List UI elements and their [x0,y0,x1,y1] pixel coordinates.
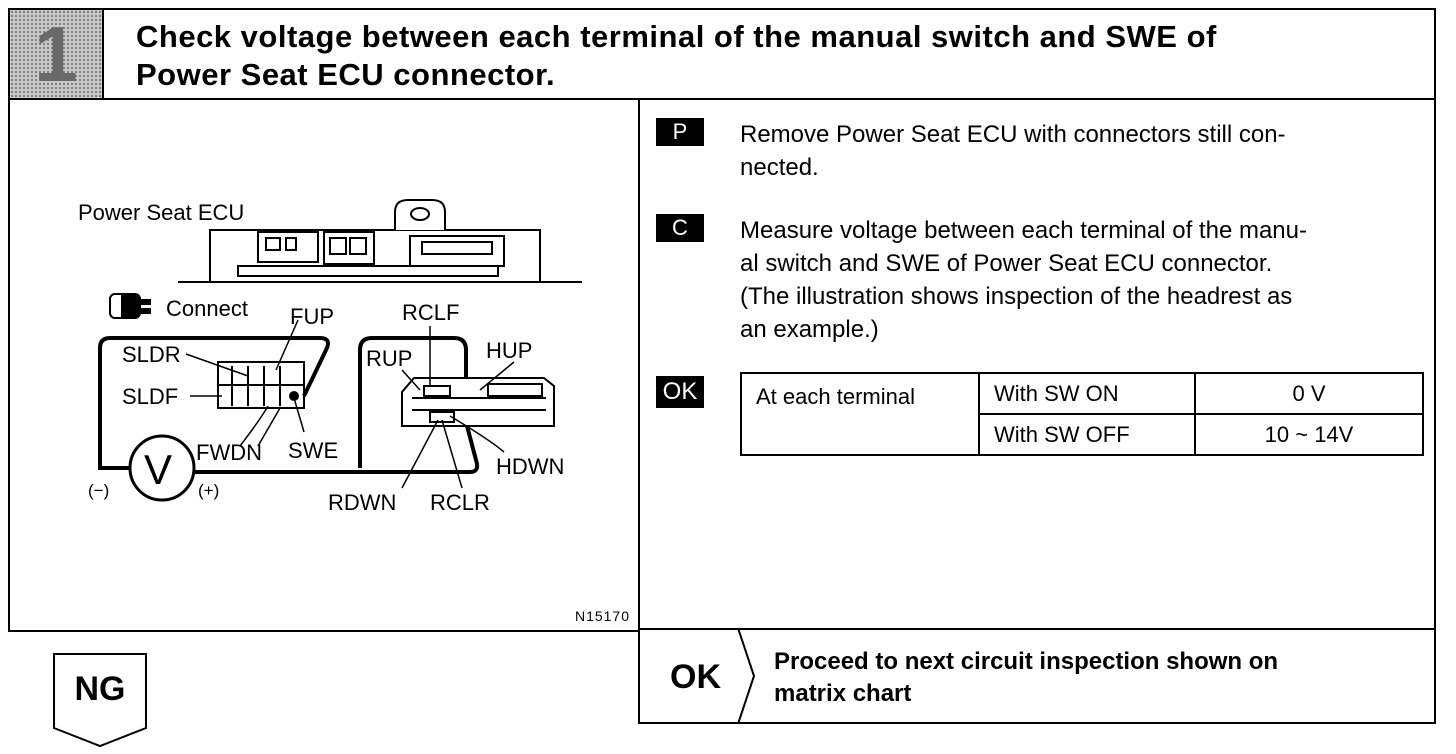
badge-c: C [656,214,704,242]
ok-result-text: Proceed to next circuit inspection shown… [774,646,1414,710]
step-p-line-1: Remove Power Seat ECU with connectors st… [740,121,1286,148]
ng-result-box: NG [52,652,148,748]
terminal-label-sldf: SLDF [122,384,178,409]
step-c-line-2: al switch and SWE of Power Seat ECU conn… [740,250,1273,277]
ng-result-label: NG [74,670,126,708]
down-arrow-box-icon [53,653,147,748]
terminal-label-swe: SWE [288,438,338,463]
step-c-line-3: (The illustration shows inspection of th… [740,283,1293,310]
terminal-label-hup: HUP [486,338,532,363]
badge-p: P [656,118,704,146]
step-p-line-2: nected. [740,154,819,181]
spec-condition: At each terminal [740,372,980,456]
step-p-text: Remove Power Seat ECU with connectors st… [740,118,1422,184]
voltmeter-icon [128,434,196,502]
wiring-diagram: Power Seat ECU Connect [78,199,582,515]
ecu-body [178,199,582,283]
spec-value-off: 10 ~ 14V [1194,413,1424,456]
spec-value-on: 0 V [1194,372,1424,415]
left-connector [217,361,305,409]
terminal-label-rdwn: RDWN [328,490,396,515]
illustration-panel: Power Seat ECU Connect [8,100,640,632]
ecu-label: Power Seat ECU [78,200,244,225]
terminal-label-fup: FUP [290,304,334,329]
badge-ok: OK [656,376,704,408]
page-title: Check voltage between each terminal of t… [136,18,1416,94]
ok-result-line-1: Proceed to next circuit inspection shown… [774,648,1279,675]
figure-code: N15170 [574,608,630,624]
connect-icon [109,293,151,319]
ok-result-line-2: matrix chart [774,680,912,707]
voltmeter-symbol: V [144,446,172,493]
connect-label: Connect [166,296,248,321]
terminal-label-sldr: SLDR [122,342,181,367]
table-row: With SW OFF 10 ~ 14V [741,413,1424,456]
right-probe-wire [194,336,480,474]
terminal-label-rclr: RCLR [430,490,490,515]
spec-state-off: With SW OFF [978,413,1196,456]
voltmeter-plus-label: (+) [198,481,219,500]
instructions-panel: P Remove Power Seat ECU with connectors … [638,100,1436,628]
step-c-line-1: Measure voltage between each terminal of… [740,217,1307,244]
terminal-label-hdwn: HDWN [496,454,564,479]
chevron-right-icon [737,628,756,724]
step-header: 1 Check voltage between each terminal of… [8,8,1436,100]
step-c-line-4: an example.) [740,316,879,343]
spec-state-on: With SW ON [978,372,1196,415]
table-row: At each terminal With SW ON 0 V [740,372,1424,456]
terminal-label-fwdn: FWDN [196,440,262,465]
step-c-text: Measure voltage between each terminal of… [740,214,1422,346]
step-number: 1 [34,10,78,98]
left-probe-wire [98,336,330,470]
spec-table: At each terminal With SW ON 0 V With SW … [740,372,1424,456]
terminal-label-rclf: RCLF [402,300,459,325]
terminal-label-rup: RUP [366,346,412,371]
ok-result-label: OK [670,658,721,696]
step-number-box: 1 [10,10,104,98]
right-connector [401,377,555,427]
title-line-1: Check voltage between each terminal of t… [136,19,1217,54]
voltmeter-minus-label: (−) [88,481,109,500]
ok-result-box: OK Proceed to next circuit inspection sh… [638,628,1436,724]
title-line-2: Power Seat ECU connector. [136,57,556,92]
